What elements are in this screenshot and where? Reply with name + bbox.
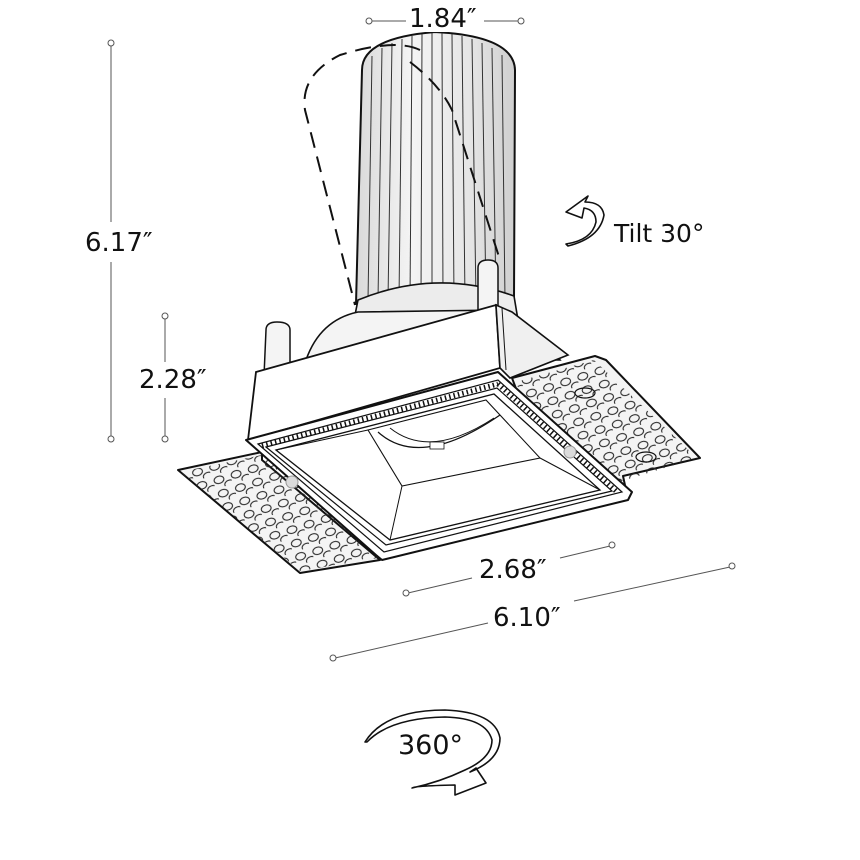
dimension-label-top-width: 1.84″: [406, 6, 480, 32]
dimension-lines: [107, 17, 736, 662]
dimension-label-housing-height: 2.28″: [136, 367, 210, 393]
rotation-label: 360°: [398, 730, 464, 761]
heat-sink-cylinder: [303, 30, 519, 321]
mounting-post: [263, 321, 291, 377]
dimension-label-aperture-width: 2.68″: [476, 557, 550, 583]
square-aperture: [274, 393, 602, 541]
curved-arrow-tilt-icon: [565, 195, 605, 247]
left-mud-flange: [177, 451, 381, 574]
dimension-label-overall-height: 6.17″: [82, 230, 156, 256]
dimension-label-flange-width: 6.10″: [490, 605, 564, 631]
tilt-label: Tilt 30°: [614, 219, 705, 248]
circular-rotation-arrow-icon: [364, 709, 501, 796]
housing-box: [246, 303, 570, 442]
